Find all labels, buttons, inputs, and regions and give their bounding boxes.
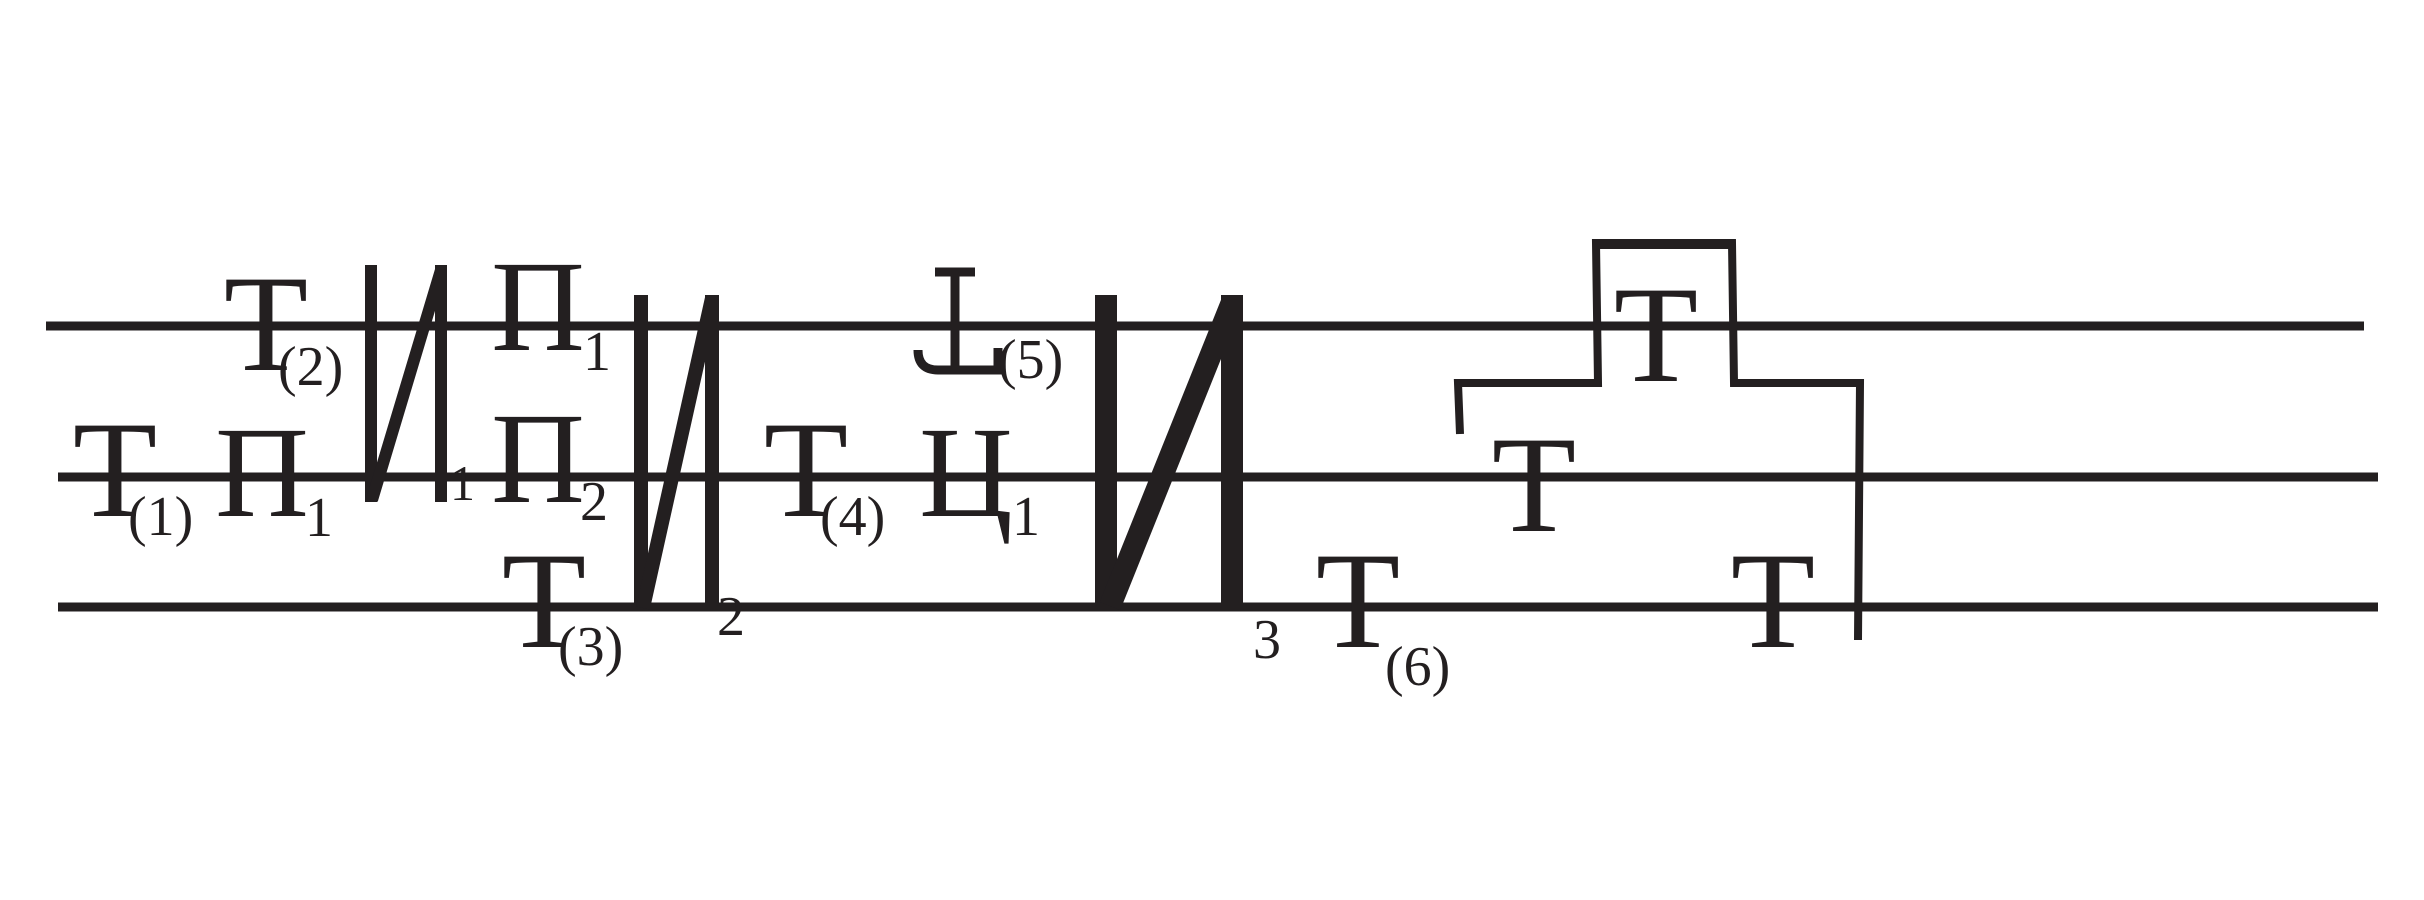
t-glyph: T	[1731, 524, 1815, 677]
pi-label: 2	[580, 471, 608, 533]
i-label: 1	[450, 455, 475, 511]
i-diagonal	[636, 296, 719, 610]
symbol-t-4: T (4)	[764, 393, 885, 548]
i-label: 2	[717, 586, 745, 648]
symbol-pi-b: Π 1	[491, 235, 611, 383]
t-label: (4)	[820, 486, 885, 548]
symbol-t-bracket-bottom: T	[1731, 524, 1815, 677]
pi-glyph: Π	[215, 401, 309, 545]
symbol-t-3: T (3)	[502, 524, 623, 678]
tse-glyph: Ц	[919, 401, 1013, 545]
pi-label: 1	[305, 487, 333, 549]
t-glyph: T	[1492, 408, 1576, 561]
t-label: (3)	[558, 616, 623, 678]
t-label: (1)	[128, 486, 193, 548]
t-glyph: T	[502, 524, 586, 677]
symbol-t-1: T (1)	[73, 393, 193, 548]
t-glyph: T	[764, 393, 848, 546]
symbol-pi-c: Π 2	[491, 387, 608, 533]
tse-label: 1	[1012, 486, 1040, 548]
i-diagonal	[366, 268, 447, 502]
l-label: (5)	[998, 329, 1063, 391]
symbol-pi-a: Π 1	[215, 401, 333, 549]
symbol-l-5: (5)	[913, 267, 1063, 391]
pi-label: 1	[583, 321, 611, 383]
symbol-t-6: T (6)	[1316, 524, 1450, 698]
i-diagonal	[1099, 297, 1243, 611]
symbol-t-2: T (2)	[224, 247, 343, 400]
symbol-tse: Ц 1	[919, 401, 1040, 548]
pi-glyph: Π	[491, 235, 585, 379]
symbol-i-1: 1	[365, 265, 475, 511]
bracket-structure	[1453, 239, 1865, 641]
t-glyph: T	[73, 393, 157, 546]
l-hook-shape	[913, 267, 1003, 375]
symbol-t-bracket-middle: T	[1492, 408, 1576, 561]
t-glyph: T	[224, 247, 308, 400]
t-glyph: T	[1316, 524, 1400, 677]
pi-glyph: Π	[491, 387, 585, 531]
symbol-i-3: 3	[1095, 295, 1281, 671]
symbol-t-bracket-top: T	[1614, 258, 1698, 411]
symbol-i-2: 2	[634, 295, 745, 648]
t-label: (2)	[278, 336, 343, 398]
t-label: (6)	[1385, 636, 1450, 698]
t-glyph: T	[1614, 258, 1698, 411]
i-label: 3	[1253, 609, 1281, 671]
